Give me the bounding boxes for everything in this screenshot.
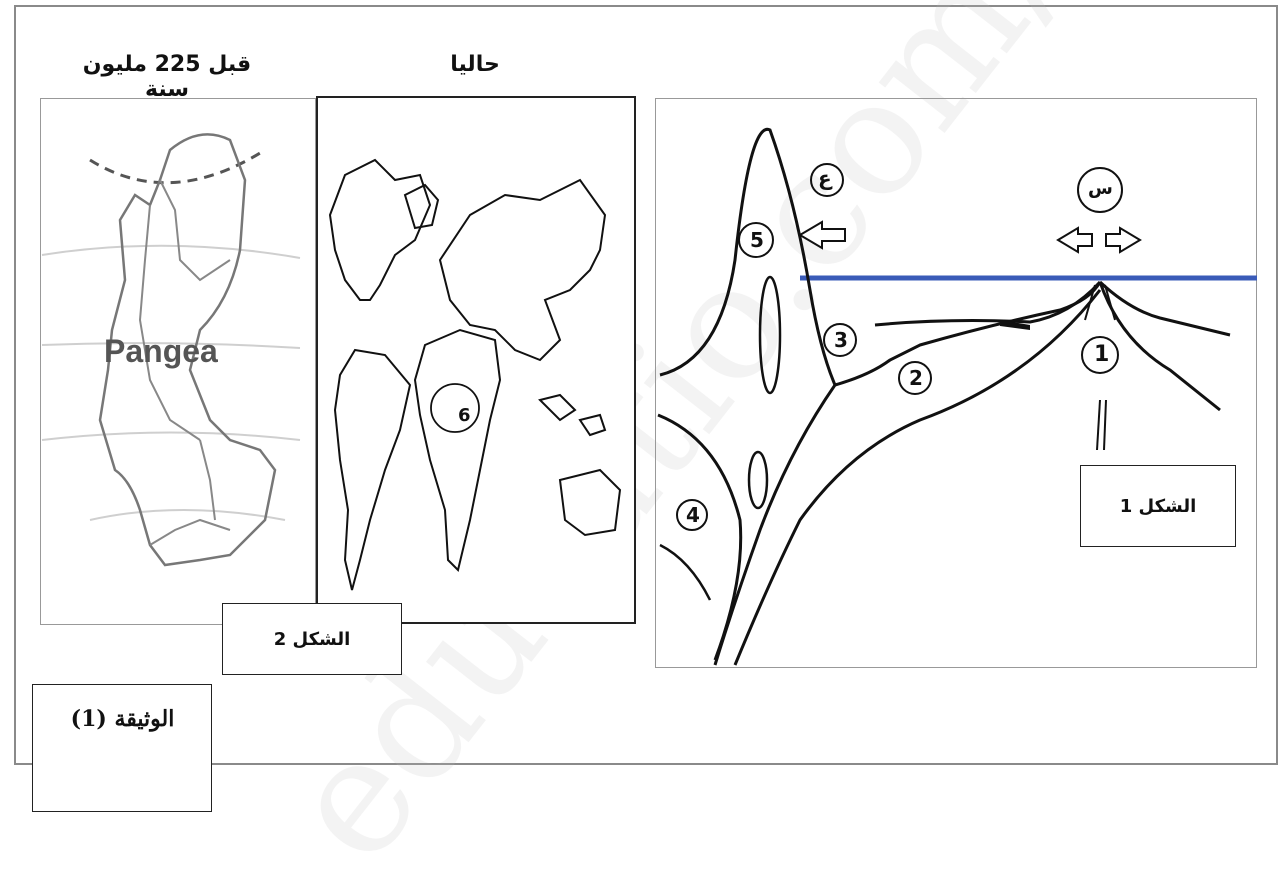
figure1-label: الشكل 1: [1080, 465, 1236, 547]
ridge-num-5: 5: [750, 228, 764, 252]
document-label: الوثيقة (1): [40, 706, 205, 732]
ridge-num-4: 4: [686, 503, 700, 527]
ridge-letter-sin: س: [1088, 178, 1113, 199]
ridge-num-2: 2: [909, 366, 923, 390]
ridge-num-3: 3: [834, 328, 848, 352]
document-label-box: [32, 684, 212, 812]
ridge-num-1: 1: [1094, 342, 1109, 367]
ridge-letter-ain: ع: [818, 166, 832, 190]
